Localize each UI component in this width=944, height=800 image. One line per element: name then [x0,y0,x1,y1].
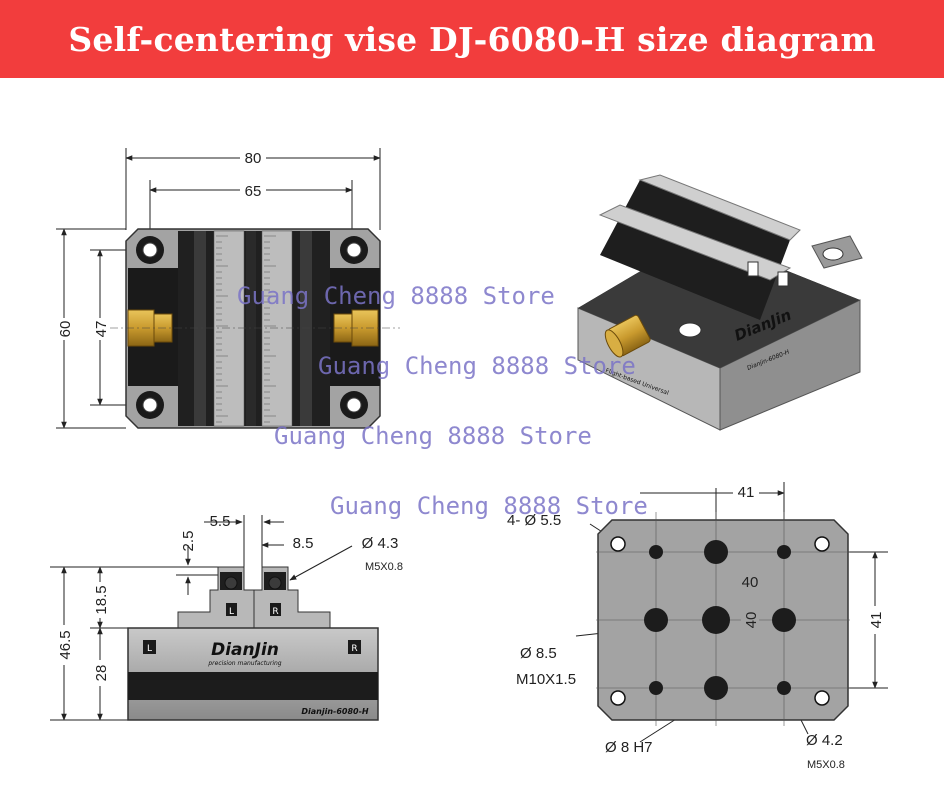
small-hole [777,681,791,695]
small-hole [777,545,791,559]
dim-base-height: 28 [93,665,110,682]
mount-hole [340,236,368,264]
hole-diameter-label: Ø 4.3 [362,535,399,552]
center-hole [702,606,730,634]
front-model-label: Dianjin-6080-H [301,707,369,716]
watermark: Guang Cheng 8888 Store [237,282,555,310]
dim-jaw-step: 8.5 [293,535,314,552]
dim-bottom-top: 41 [738,484,755,501]
page-title: Self-centering vise DJ-6080-H size diagr… [68,19,876,59]
dim-jaw-height: 2.5 [180,531,197,552]
small-hole-thread: M5X0.8 [807,759,845,771]
watermark: Guang Cheng 8888 Store [274,422,592,450]
large-hole [772,608,796,632]
small-hole [649,545,663,559]
front-brand-tagline: precision manufacturing [207,660,281,667]
pin-hole [704,676,728,700]
dim-jaw-gap: 5.5 [210,513,231,530]
front-brand-logo: DianJin [211,640,279,660]
corner-hole [610,690,626,706]
dim-top-height-outer: 60 [57,321,74,338]
watermark: Guang Cheng 8888 Store [318,352,636,380]
watermark: Guang Cheng 8888 Store [330,492,648,520]
mount-hole [136,236,164,264]
title-banner: Self-centering vise DJ-6080-H size diagr… [0,0,944,78]
base-right-mark: R [351,644,357,654]
base-left-mark: L [147,644,152,654]
dim-upper-height: 18.5 [93,585,110,614]
front-view: 5.5 8.5 2.5 46.5 18.5 28 Ø 4.3 M5X0.8 L … [50,513,403,721]
pin-hole [704,540,728,564]
dim-top-width-inner: 65 [245,183,262,200]
dim-bottom-vertical-inner: 40 [743,612,760,629]
large-hole [644,608,668,632]
mount-hole [136,391,164,419]
pin-hole-label: Ø 8 H7 [605,739,653,756]
corner-hole [814,536,830,552]
top-view: 80 65 60 47 [54,148,400,429]
small-hole [649,681,663,695]
corner-hole [610,536,626,552]
small-hole-label: Ø 4.2 [806,732,843,749]
large-hole-label: Ø 8.5 [520,645,557,662]
corner-hole [814,690,830,706]
dim-bottom-vertical-outer: 41 [868,612,885,629]
bottom-view: 41 4- Ø 5.5 40 40 41 [507,482,888,771]
large-hole-thread: M10X1.5 [516,671,576,688]
dim-bottom-middle: 40 [742,574,759,591]
dim-total-height: 46.5 [57,630,74,659]
dim-top-height-inner: 47 [93,321,110,338]
hole-diameter-value: 4.3 [377,535,398,552]
mount-hole [340,391,368,419]
hole-thread-label: M5X0.8 [365,561,403,573]
corner-holes-label: 4- Ø 5.5 [507,512,561,529]
dim-top-width-outer: 80 [245,150,262,167]
jaw-left-mark: L [229,607,234,617]
jaw-right-mark: R [272,607,278,617]
isometric-view: DianJin Dianjin-6080-H Flight-based Univ… [577,174,863,431]
